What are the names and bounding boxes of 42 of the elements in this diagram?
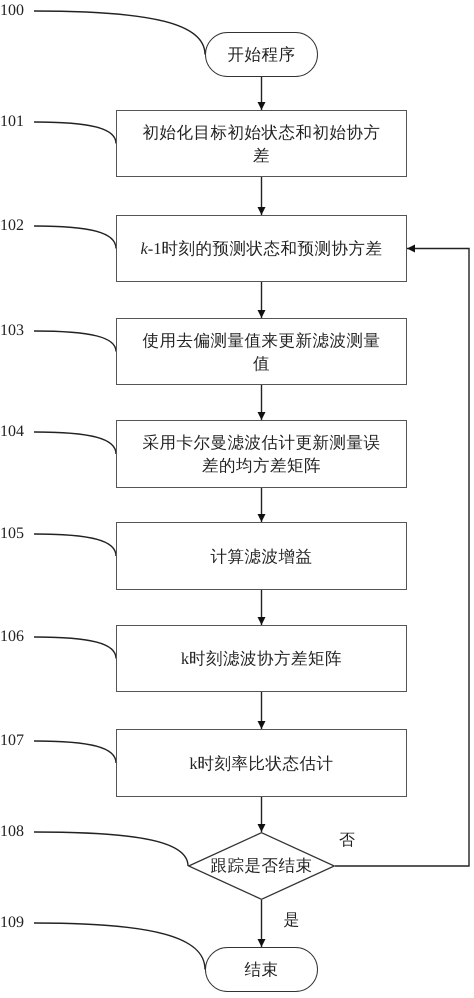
callout-number: 105: [0, 525, 24, 543]
process-box: k时刻率比状态估计: [116, 729, 407, 797]
callout-number: 102: [0, 217, 24, 235]
arrow: [258, 385, 266, 420]
leader-line: [34, 330, 117, 352]
terminal-node: 结束: [205, 947, 318, 992]
process-box: 采用卡尔曼滤波估计更新测量误差的均方差矩阵: [116, 420, 407, 488]
arrow: [335, 244, 470, 867]
process-box: 使用去偏测量值来更新滤波测量值: [116, 318, 407, 385]
callout-number: 107: [0, 732, 24, 750]
leader-line: [34, 10, 206, 55]
arrow: [258, 77, 266, 110]
arrow: [258, 282, 266, 318]
arrow: [258, 177, 266, 215]
arrow: [258, 900, 266, 947]
callout-number: 101: [0, 113, 24, 131]
leader-line: [34, 740, 117, 764]
callout-number: 100: [0, 2, 24, 20]
callout-number: 109: [0, 914, 24, 932]
arrow: [258, 797, 266, 832]
edge-label: 否: [339, 832, 355, 850]
callout-number: 104: [0, 423, 24, 441]
terminal-node: 开始程序: [205, 32, 318, 77]
process-box: 初始化目标初始状态和初始协方差: [116, 110, 407, 177]
arrow: [258, 590, 266, 625]
process-box: k-1时刻的预测状态和预测协方差: [116, 215, 407, 282]
leader-line: [34, 431, 117, 454]
arrow: [258, 488, 266, 522]
process-box: 计算滤波增益: [116, 522, 407, 590]
process-box: k时刻滤波协方差矩阵: [116, 625, 407, 692]
leader-line: [34, 922, 206, 970]
leader-line: [34, 636, 117, 659]
arrow: [258, 692, 266, 729]
decision-diamond: 跟踪是否结束: [188, 832, 335, 900]
leader-line: [34, 225, 117, 249]
leader-line: [34, 121, 117, 144]
callout-number: 106: [0, 628, 24, 646]
leader-line: [34, 533, 117, 556]
edge-label: 是: [284, 912, 300, 930]
leader-line: [34, 831, 189, 866]
callout-number: 103: [0, 322, 24, 340]
callout-number: 108: [0, 823, 24, 841]
